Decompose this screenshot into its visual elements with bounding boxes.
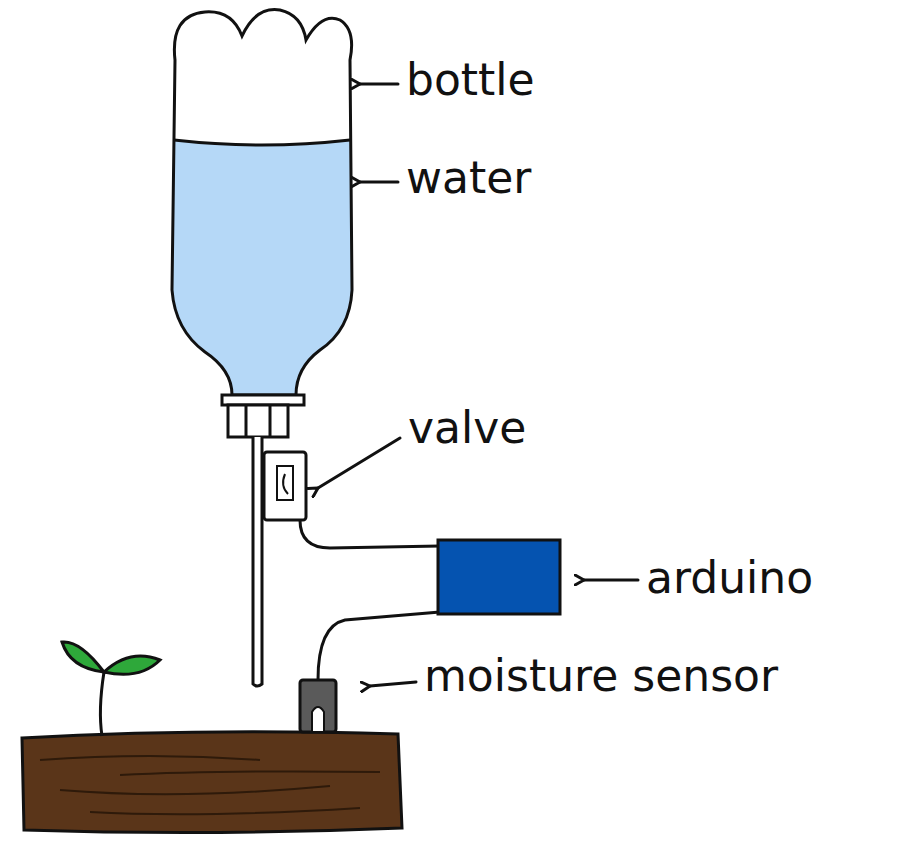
valve-drawing bbox=[264, 452, 306, 520]
part-label: moisture sensor bbox=[424, 654, 778, 698]
bottle-drawing bbox=[172, 10, 352, 437]
soil bbox=[22, 732, 402, 833]
leader-arrows bbox=[318, 84, 638, 686]
part-label: bottle bbox=[406, 58, 535, 102]
part-label: arduino bbox=[646, 556, 813, 600]
drip-tube bbox=[253, 437, 262, 686]
part-label: water bbox=[406, 156, 531, 200]
moisture-sensor-drawing bbox=[300, 680, 336, 732]
part-label: valve bbox=[408, 406, 526, 450]
seedling bbox=[62, 642, 160, 736]
arduino-board bbox=[438, 540, 560, 614]
wires bbox=[300, 520, 440, 680]
